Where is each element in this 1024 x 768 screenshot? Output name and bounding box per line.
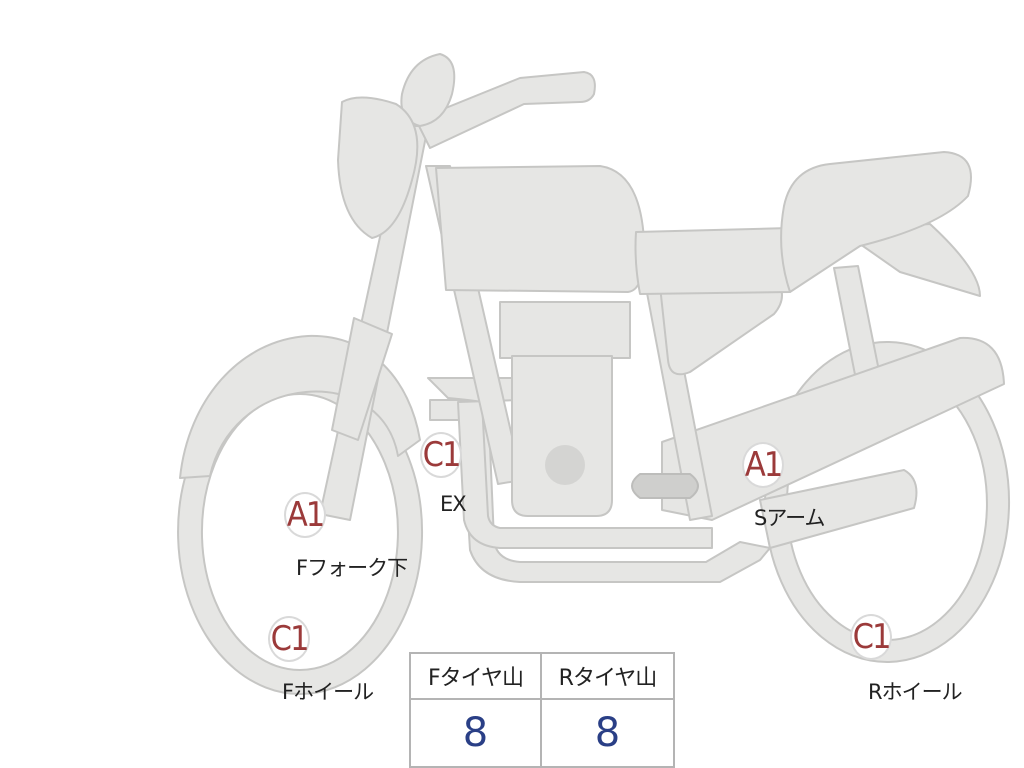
fork-guard — [331, 317, 393, 441]
grade-badge-rear-wheel: C1 — [850, 614, 892, 660]
grade-badge-swing-arm: A1 — [742, 442, 784, 488]
label-rear-wheel: Rホイール — [868, 680, 963, 704]
foot-peg — [631, 473, 699, 499]
grade-badge-exhaust: C1 — [420, 432, 462, 478]
muffler — [759, 469, 918, 549]
front-tire-tread-value: 8 — [411, 700, 542, 766]
rear-tire-tread-value: 8 — [594, 710, 621, 756]
engine-head — [499, 301, 631, 359]
engine-block — [511, 355, 613, 517]
front-tire-tread-header: Fタイヤ山 — [411, 654, 542, 700]
label-front-fork-lower: Fフォーク下 — [296, 556, 408, 580]
side-cover — [659, 285, 783, 376]
seat — [634, 227, 791, 295]
exhaust-pipe-upper — [427, 377, 713, 549]
rear-tire-tread-header: Rタイヤ山 — [542, 654, 673, 700]
fuel-tank — [435, 165, 646, 293]
handlebar — [415, 71, 596, 149]
engine-cover — [545, 445, 585, 485]
label-exhaust: EX — [440, 492, 467, 516]
grade-badge-front-fork: A1 — [284, 492, 326, 538]
label-swing-arm: Sアーム — [754, 506, 825, 530]
seat-rear — [780, 151, 972, 293]
grade-badge-front-wheel: C1 — [268, 616, 310, 662]
headlight — [337, 96, 419, 239]
tire-tread-table: Fタイヤ山 Rタイヤ山 8 8 — [409, 652, 675, 768]
label-front-wheel: Fホイール — [282, 680, 374, 704]
